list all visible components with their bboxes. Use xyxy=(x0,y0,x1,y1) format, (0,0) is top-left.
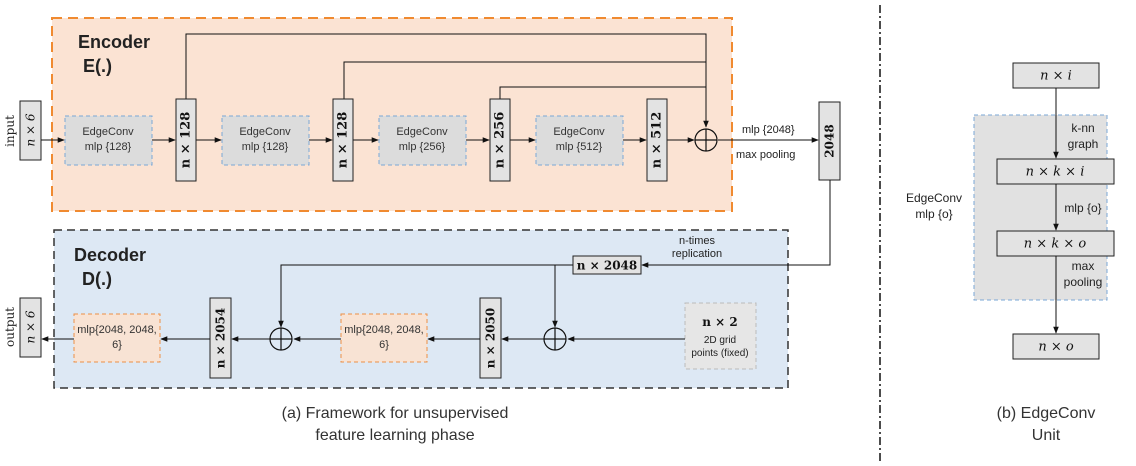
output-shape: n × 6 xyxy=(24,310,38,343)
decoder-title: Decoder xyxy=(74,245,146,265)
edgeconv-unit-side-label-2: mlp {o} xyxy=(915,207,952,221)
edgeconv-block-1-mlp: mlp {128} xyxy=(85,141,132,153)
edgeconv-block-2 xyxy=(221,115,310,166)
edgeconv-block-2-mlp: mlp {128} xyxy=(242,141,289,153)
feature-box-1-label: n × 128 xyxy=(179,112,194,169)
edgeconv-block-4-name: EdgeConv xyxy=(553,126,605,138)
output-label: output xyxy=(3,307,17,347)
encoder-function: E(.) xyxy=(83,56,112,76)
edgeconv-block-3 xyxy=(378,115,467,166)
concat-symbol-decoder-1 xyxy=(269,327,293,351)
caption-b-line2: Unit xyxy=(1032,427,1061,444)
feature-box-2-label: n × 128 xyxy=(336,112,351,169)
decoder-mlp-block-2 xyxy=(73,313,161,363)
grid-points-shape: n × 2 xyxy=(702,315,737,329)
feature-box-3-label: n × 256 xyxy=(493,112,508,169)
decoder-mlp-block-1-line1: mlp{2048, 2048, xyxy=(344,324,424,336)
pool-label-2: pooling xyxy=(1064,275,1103,289)
edgeconv-block-1-name: EdgeConv xyxy=(82,126,134,138)
arrow-codeword-to-replication xyxy=(641,180,831,268)
replicated-codeword-label: n × 2048 xyxy=(577,259,638,273)
decoder-mlp-block-2-line2: 6} xyxy=(112,339,122,351)
skip-connection-f3 xyxy=(499,86,706,99)
n2050-label: n × 2050 xyxy=(484,308,498,369)
edgeconv-block-1 xyxy=(64,115,153,166)
feature-box-1 xyxy=(175,98,197,182)
unit-knn-output-label: n × k × i xyxy=(1026,165,1085,180)
mlp-2048-label: mlp {2048} xyxy=(742,124,795,136)
feature-box-4 xyxy=(646,98,668,182)
max-pooling-label: max pooling xyxy=(736,149,795,161)
codeword-label: 2048 xyxy=(823,124,837,157)
skip-connection-f1 xyxy=(185,33,709,128)
unit-input-label: n × i xyxy=(1040,69,1072,84)
n2054-box xyxy=(209,297,232,379)
decoder-mlp-block-2-line1: mlp{2048, 2048, xyxy=(77,324,157,336)
unit-output-label: n × o xyxy=(1038,340,1074,355)
input-shape: n × 6 xyxy=(24,113,38,146)
grid-points-label-2: points (fixed) xyxy=(691,348,748,359)
unit-mlp-label: mlp {o} xyxy=(1064,201,1101,215)
input-box xyxy=(19,100,42,161)
knn-label-1: k-nn xyxy=(1071,121,1094,135)
unit-input-box xyxy=(1012,62,1100,89)
unit-mlp-output-label: n × k × o xyxy=(1024,237,1087,252)
caption-a-line1: (a) Framework for unsupervised xyxy=(282,405,509,422)
decoder-mlp-block-1-line2: 6} xyxy=(379,339,389,351)
edgeconv-block-4 xyxy=(535,115,624,166)
replication-label-1: n-times xyxy=(679,235,716,247)
n2054-label: n × 2054 xyxy=(214,308,228,369)
encoder-region xyxy=(51,17,733,212)
edgeconv-block-3-mlp: mlp {256} xyxy=(399,141,446,153)
edgeconv-block-4-mlp: mlp {512} xyxy=(556,141,603,153)
feature-box-4-label: n × 512 xyxy=(650,112,665,169)
grid-points-box xyxy=(684,302,757,370)
input-label: input xyxy=(3,115,17,147)
edgeconv-block-2-name: EdgeConv xyxy=(239,126,291,138)
encoder-title: Encoder xyxy=(78,32,150,52)
concat-symbol-decoder-2 xyxy=(543,327,567,351)
caption-b-line1: (b) EdgeConv xyxy=(997,405,1096,422)
feature-box-3 xyxy=(489,98,511,182)
unit-output-box xyxy=(1012,333,1100,360)
decoder-function: D(.) xyxy=(82,269,112,289)
feature-box-2 xyxy=(332,98,354,182)
edgeconv-unit-side-label-1: EdgeConv xyxy=(906,191,962,205)
n2050-box xyxy=(479,297,502,379)
grid-points-label-1: 2D grid xyxy=(704,335,736,346)
decoder-mlp-block-1 xyxy=(340,313,428,363)
output-box xyxy=(19,297,42,358)
knn-label-2: graph xyxy=(1068,137,1099,151)
pool-label-1: max xyxy=(1072,259,1095,273)
unit-knn-box xyxy=(996,158,1115,185)
skip-connection-f2 xyxy=(343,61,706,99)
edgeconv-block-3-name: EdgeConv xyxy=(396,126,448,138)
replication-label-2: replication xyxy=(672,248,722,260)
concat-symbol-encoder xyxy=(694,128,718,152)
arrow-replication-to-concat1 xyxy=(278,264,573,328)
caption-a-line2: feature learning phase xyxy=(315,427,474,444)
edgeconv-unit-region xyxy=(973,114,1108,301)
